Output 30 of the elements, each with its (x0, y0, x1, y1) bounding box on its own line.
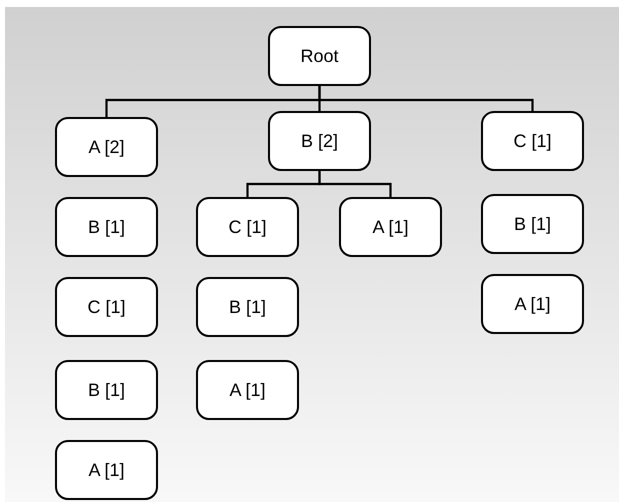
tree-node (55, 117, 158, 177)
node-label: B [1] (88, 380, 126, 400)
tree-node (268, 26, 371, 86)
node-label: C [1] (87, 296, 126, 318)
connector-line (318, 86, 534, 111)
node-label: A [1] (514, 294, 551, 314)
node-label: A [2] (88, 136, 125, 158)
node-label: A [1] (88, 460, 125, 480)
node-label: B [1] (88, 216, 126, 238)
node-label: A [1] (229, 380, 266, 400)
node-label: B [1] (228, 296, 266, 318)
tree-node (339, 197, 442, 257)
tree-node (268, 111, 371, 171)
node-label: Root (300, 46, 339, 66)
tree-node (55, 360, 158, 420)
connector-line (318, 171, 392, 197)
node-label: C [1] (513, 130, 552, 152)
tree-node (55, 277, 158, 337)
node-label: B [1] (514, 214, 552, 234)
tree-node (55, 440, 158, 500)
node-label: A [1] (372, 216, 409, 238)
tree-node (481, 274, 584, 334)
node-label: B [2] (300, 130, 338, 152)
node-label: C [1] (228, 216, 266, 238)
tree-node (481, 194, 584, 254)
tree-node (196, 277, 299, 337)
tree-node (196, 197, 299, 257)
tree-node (481, 111, 584, 171)
tree-node (55, 197, 158, 257)
tree-node (196, 360, 299, 420)
